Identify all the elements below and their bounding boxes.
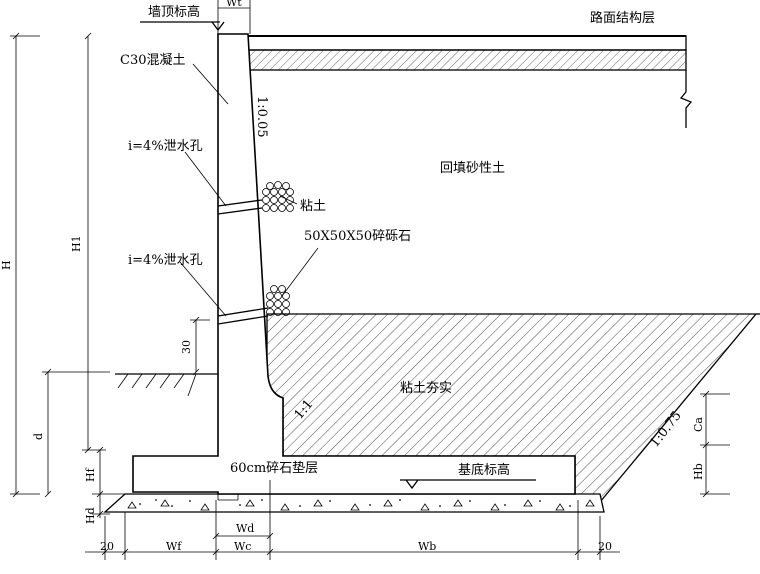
right-dimension-lines xyxy=(700,390,730,498)
concrete-label: C30混凝土 xyxy=(120,52,186,68)
left-dimension-lines xyxy=(10,32,210,518)
wall-top-elevation-label: 墙顶标高 xyxy=(148,4,200,20)
gravel-pile-upper xyxy=(262,181,294,212)
dim-wc: Wc xyxy=(234,540,251,553)
dim-wb: Wb xyxy=(418,540,436,553)
drain-pipe-lower xyxy=(217,307,269,325)
ground-line xyxy=(115,373,218,397)
cushion-label: 60cm碎石垫层 xyxy=(230,460,318,476)
dim-right-20: 20 xyxy=(598,540,612,553)
dim-hd: Hd xyxy=(84,507,97,524)
dim-wf: Wf xyxy=(166,540,182,553)
gravel-cushion xyxy=(103,493,605,513)
dim-d: d xyxy=(32,433,45,440)
base-elevation-marker xyxy=(400,479,536,490)
compacted-clay-label: 粘土夯实 xyxy=(400,381,452,396)
dim-wd: Wd xyxy=(236,522,254,535)
retaining-wall xyxy=(132,33,576,501)
drain-hole-upper-label: i=4%泄水孔 xyxy=(128,139,203,154)
dim-30: 30 xyxy=(180,340,193,354)
backfill-label: 回填砂性土 xyxy=(440,161,505,176)
dim-left-20: 20 xyxy=(100,540,114,553)
wall-slope-label: 1:0.05 xyxy=(254,96,269,138)
dim-ca: Ca xyxy=(692,417,705,432)
wall-top-elevation-marker xyxy=(140,21,225,32)
leader-lines xyxy=(179,63,319,317)
dim-hf: Hf xyxy=(84,467,97,482)
bottom-dimension-lines xyxy=(85,0,620,560)
dim-h: H xyxy=(0,260,13,270)
gravel-pile-lower xyxy=(266,285,290,316)
clay-label: 粘土 xyxy=(300,199,326,214)
road-layer-label: 路面结构层 xyxy=(590,10,655,26)
road-structure-layer xyxy=(247,35,693,128)
gravel-label: 50X50X50碎砾石 xyxy=(304,229,411,244)
drain-hole-lower-label: i=4%泄水孔 xyxy=(128,253,203,268)
dim-h1: H1 xyxy=(70,235,83,252)
dim-hb: Hb xyxy=(692,463,705,480)
dim-wt: Wt xyxy=(226,0,242,9)
base-elevation-label: 基底标高 xyxy=(458,462,510,478)
